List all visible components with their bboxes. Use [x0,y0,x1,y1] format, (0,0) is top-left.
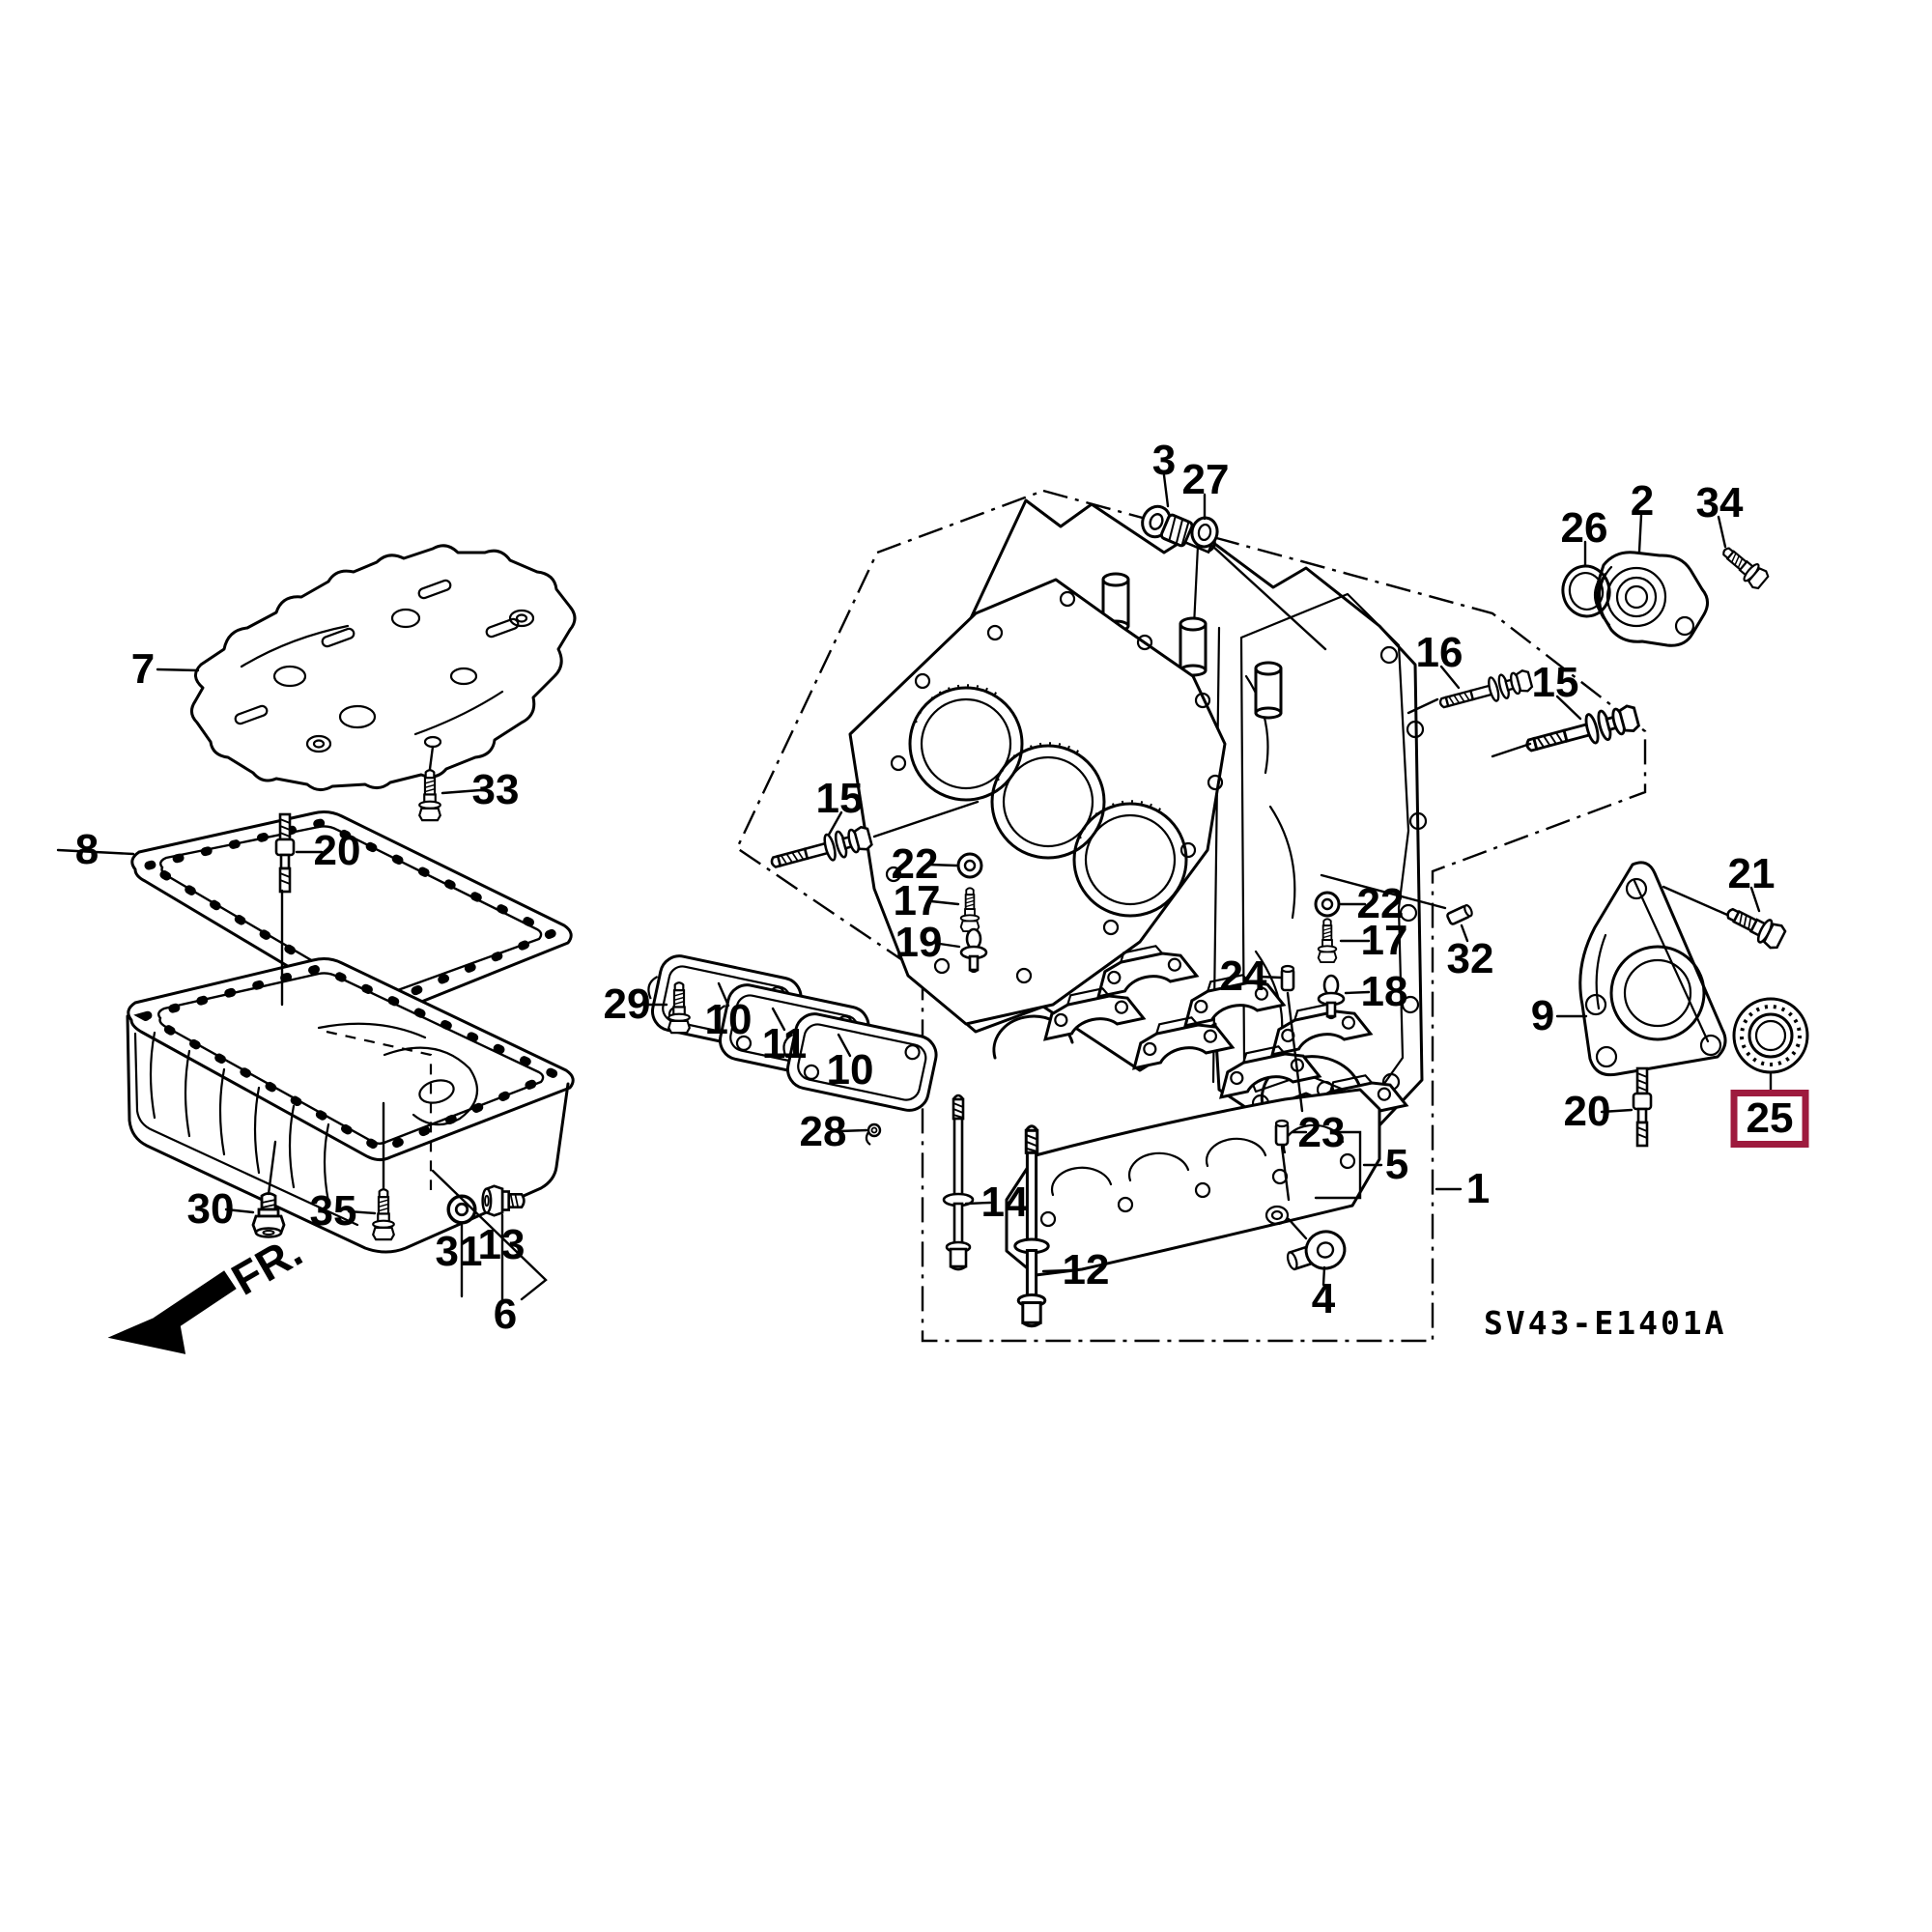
part-label-4: 4 [1311,1275,1336,1322]
part-label-16: 16 [1415,629,1463,676]
part-label-1: 1 [1465,1165,1491,1212]
oil-pan-gasket-drawing [130,810,573,1019]
part-label-30: 30 [186,1185,235,1233]
oil-pan-drawing [126,957,575,1254]
part-label-14: 14 [980,1179,1029,1226]
part-label-5: 5 [1384,1141,1409,1188]
oil-seal-drawing [1732,997,1809,1074]
fr-direction-arrow: FR. [107,1226,310,1354]
part-label-17-right: 17 [1360,917,1408,964]
group-1-boundary [735,489,1647,1343]
diagram-code: SV43-E1401A [1484,1304,1727,1342]
part-label-10-a: 10 [704,996,753,1043]
part-label-6: 6 [493,1291,518,1338]
side-plate-drawing [1578,861,1727,1077]
part-label-20-right: 20 [1563,1088,1611,1135]
part-label-13: 13 [477,1221,526,1268]
o-ring-drawing [1561,564,1611,618]
part-label-12: 12 [1062,1246,1110,1293]
part-label-3: 3 [1151,437,1177,484]
part-label-21: 21 [1727,850,1776,897]
part-label-24: 24 [1219,952,1267,1000]
part-label-15-right: 15 [1531,659,1579,706]
part-label-9: 9 [1530,992,1555,1039]
part-label-10-b: 10 [826,1046,874,1094]
fr-label: FR. [223,1226,310,1305]
part-label-34: 34 [1695,479,1744,526]
part-label-22-right: 22 [1356,880,1405,927]
leader-lines [56,473,1773,1304]
part-label-18: 18 [1360,968,1408,1015]
sealing-bolt-4 [1286,1230,1347,1271]
part-label-33: 33 [471,766,520,813]
part-label-7: 7 [130,645,156,693]
part-label-26: 26 [1560,504,1608,552]
part-label-23: 23 [1297,1109,1346,1156]
seal-housing-drawing [1593,551,1709,647]
part-label-20-left: 20 [313,827,361,874]
part-label-32: 32 [1446,935,1494,982]
part-label-28: 28 [799,1108,847,1155]
part-label-25: 25 [1730,1090,1809,1148]
part-label-11: 11 [761,1020,808,1067]
part-label-19: 19 [895,919,943,966]
part-label-2: 2 [1630,477,1655,525]
part-label-8: 8 [74,826,99,873]
clip-28 [865,1122,882,1146]
part-label-27: 27 [1181,456,1230,503]
part-label-35: 35 [309,1187,357,1235]
part-label-22-left: 22 [891,840,939,888]
part-label-17-left: 17 [893,877,941,924]
part-label-29: 29 [603,980,651,1028]
baffle-plate-drawing [190,544,577,791]
part-label-15-left: 15 [815,775,864,822]
part-label-31: 31 [435,1228,483,1275]
fasteners-drawing [251,504,1788,1328]
